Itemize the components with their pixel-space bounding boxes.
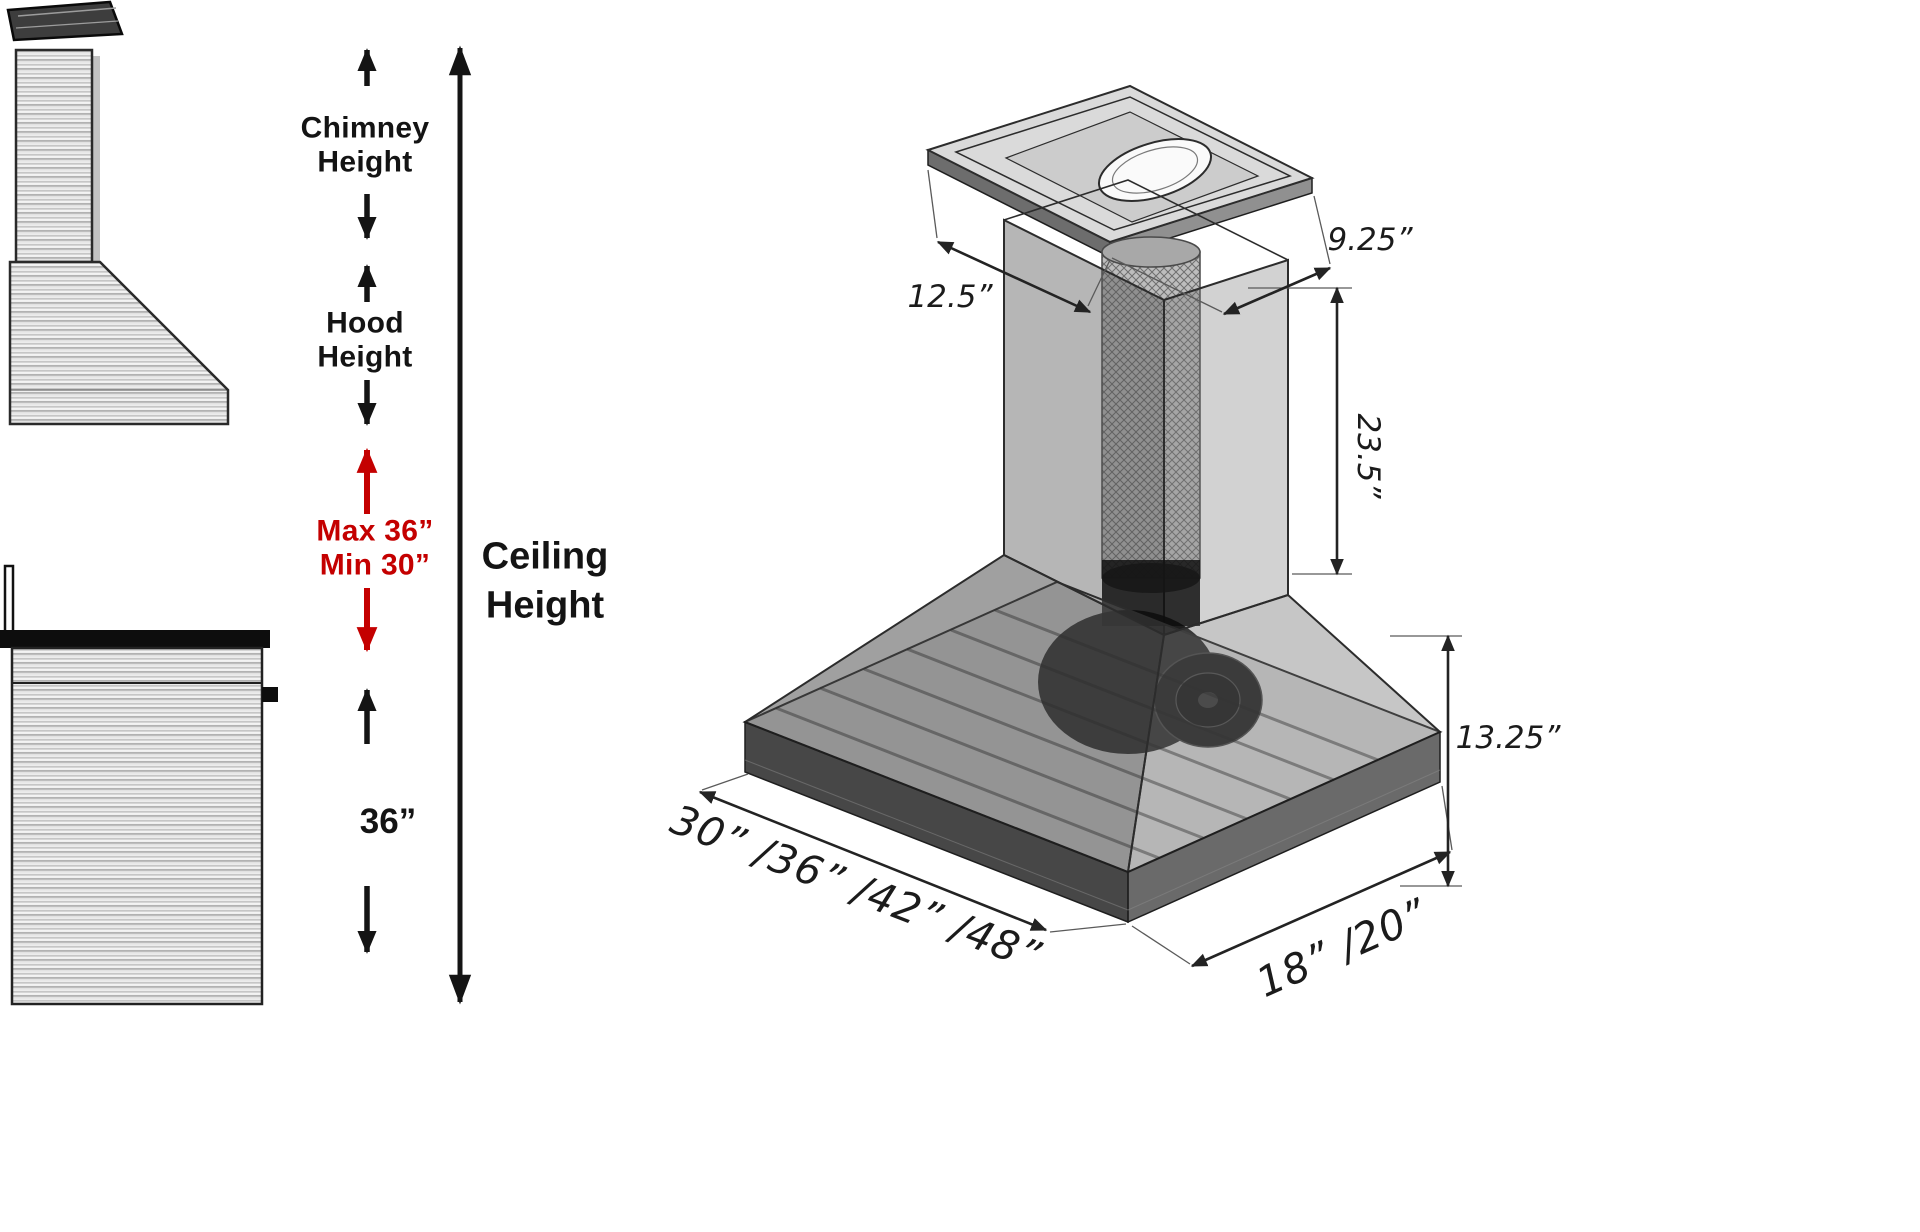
hood-height-label: Hood Height [317, 306, 413, 373]
side-view-hood [6, 0, 230, 426]
duct-hole [1097, 138, 1213, 202]
side-view-range [0, 564, 278, 1006]
dimension-lines [698, 169, 1462, 968]
range-clearance-label: 36” [359, 802, 417, 841]
hood-body-height-label: 13.25” [1455, 720, 1561, 756]
flex-duct [1101, 236, 1201, 593]
range-body [10, 646, 264, 1006]
side-view-chimney [14, 48, 94, 264]
dim-plate-depth [936, 240, 1092, 314]
range-backsplash [3, 564, 15, 636]
mounting-plate [925, 84, 1315, 259]
clearance-label: Max 36” Min 30” [316, 514, 434, 581]
wall-bracket [6, 0, 124, 42]
hood-3d [742, 84, 1443, 924]
side-view-chimney-back [92, 56, 100, 262]
chimney-height-dim-label: 23.5” [1350, 413, 1386, 499]
range-knob [262, 687, 278, 702]
ceiling-height-label: Ceiling Height [481, 535, 609, 627]
plate-width-label: 9.25” [1327, 222, 1413, 258]
dim-width [698, 790, 1048, 932]
plate-depth-label: 12.5” [907, 279, 993, 315]
range-cooktop [0, 630, 270, 648]
chimney-height-label: Chimney Height [300, 111, 430, 178]
dim-depth [1190, 850, 1452, 968]
dim-plate-width [1222, 266, 1332, 316]
side-view-canopy [8, 260, 230, 426]
